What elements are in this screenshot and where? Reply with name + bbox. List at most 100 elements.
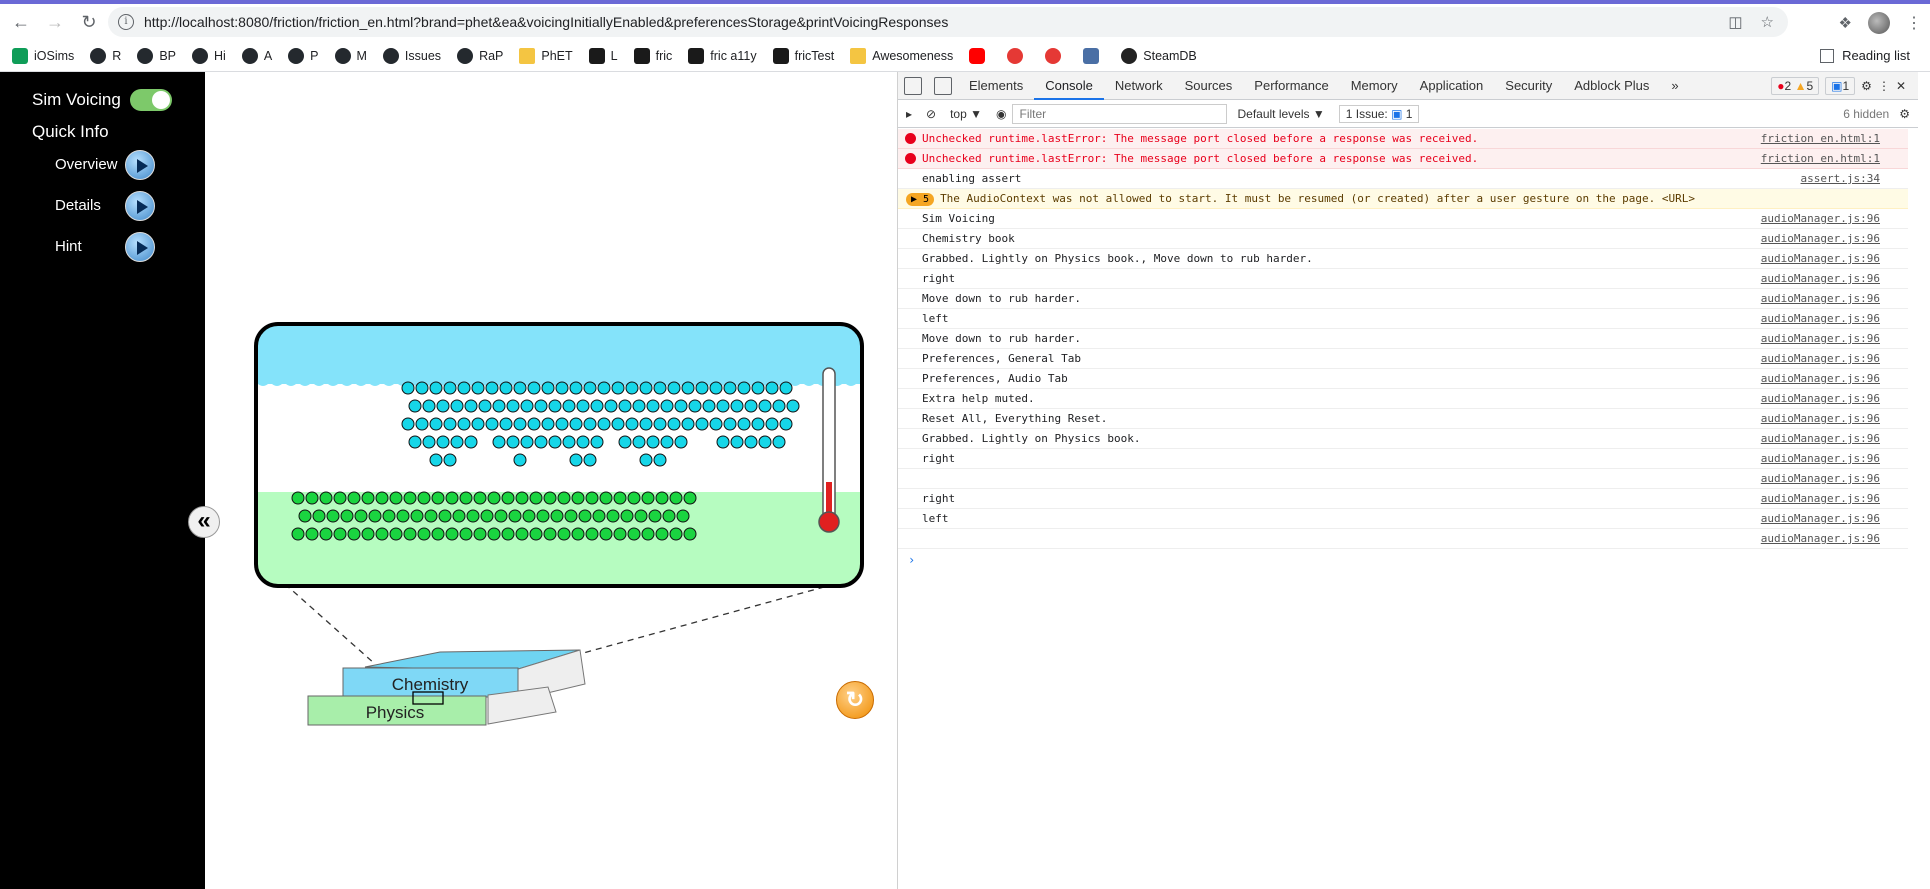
source-link[interactable]: audioManager.js:96 (1760, 412, 1880, 425)
physics-book[interactable]: Physics (307, 686, 557, 726)
source-link[interactable]: friction en.html:1 (1760, 132, 1880, 145)
bookmark-item[interactable]: L (588, 47, 618, 64)
inspect-element-icon[interactable] (904, 76, 922, 95)
source-link[interactable]: audioManager.js:96 (1760, 212, 1880, 225)
bookmark-item[interactable]: Hi (192, 47, 226, 64)
source-link[interactable]: audioManager.js:96 (1760, 392, 1880, 405)
reload-icon[interactable]: ↻ (81, 11, 97, 32)
hint-play-button[interactable] (125, 232, 155, 262)
source-link[interactable]: audioManager.js:96 (1760, 252, 1880, 265)
source-link[interactable]: assert.js:34 (1800, 172, 1880, 185)
levels-select[interactable]: Default levels ▼ (1237, 106, 1325, 121)
devtools-tab[interactable]: Adblock Plus (1574, 77, 1650, 93)
bookmark-item[interactable]: PhET (519, 47, 573, 64)
devtools-tab[interactable]: » (1671, 77, 1679, 93)
source-link[interactable]: audioManager.js:96 (1760, 512, 1880, 525)
devtools-tab[interactable]: Network (1114, 77, 1163, 93)
address-bar[interactable]: i http://localhost:8080/friction/frictio… (108, 7, 1788, 37)
devtools-tab[interactable]: Security (1505, 77, 1553, 93)
close-devtools-icon[interactable]: ✕ (1895, 78, 1906, 93)
devtools-tab[interactable]: Application (1419, 77, 1484, 93)
source-link[interactable]: audioManager.js:96 (1760, 292, 1880, 305)
site-info-icon[interactable]: i (118, 14, 134, 30)
sidebar-toggle-icon[interactable]: ▸ (906, 106, 913, 121)
source-link[interactable]: audioManager.js:96 (1760, 312, 1880, 325)
devtools-tab[interactable]: Memory (1350, 77, 1398, 93)
reset-all-button[interactable]: ↻ (836, 681, 874, 719)
live-expression-icon[interactable]: ◉ (996, 106, 1007, 121)
console-row[interactable]: audioManager.js:96 (898, 469, 1908, 489)
bookmark-item[interactable]: R (90, 47, 121, 64)
bookmark-item[interactable]: M (334, 47, 367, 64)
source-link[interactable]: audioManager.js:96 (1760, 492, 1880, 505)
bookmark-item[interactable] (1045, 47, 1067, 64)
bookmark-item[interactable] (969, 47, 991, 64)
blocked-popup-icon[interactable]: ◫ (1728, 14, 1743, 31)
devtools-tab[interactable]: Performance (1254, 77, 1329, 93)
repeat-count-badge[interactable]: ▶ 5 (906, 193, 935, 206)
settings-gear-icon[interactable]: ⚙ (1861, 78, 1872, 93)
bookmark-item[interactable]: SteamDB (1121, 47, 1197, 64)
devtools-tab[interactable]: Sources (1184, 77, 1233, 93)
back-arrow-icon[interactable]: ← (12, 11, 30, 32)
collapse-sidebar-button[interactable]: « (188, 506, 220, 538)
devtools-tab[interactable]: Elements (969, 77, 1024, 93)
console-row[interactable]: Move down to rub harder.audioManager.js:… (898, 329, 1908, 349)
context-select[interactable]: top ▼ (950, 106, 982, 121)
console-row[interactable]: Grabbed. Lightly on Physics book.audioMa… (898, 429, 1908, 449)
clear-console-icon[interactable]: ⊘ (926, 106, 937, 121)
bookmark-item[interactable]: A (241, 47, 272, 64)
console-settings-icon[interactable]: ⚙ (1899, 106, 1910, 121)
bookmark-item[interactable]: Issues (382, 47, 441, 64)
bookmark-item[interactable]: fricTest (772, 47, 834, 64)
source-link[interactable]: friction en.html:1 (1760, 152, 1880, 165)
kebab-menu-icon[interactable]: ⋮ (1906, 15, 1922, 32)
devtools-menu-icon[interactable]: ⋮ (1877, 78, 1890, 93)
overview-play-button[interactable] (125, 150, 155, 180)
console-prompt[interactable]: › (908, 553, 916, 567)
bookmark-item[interactable]: fric (633, 47, 672, 64)
console-row[interactable]: audioManager.js:96 (898, 529, 1908, 549)
console-row[interactable]: Grabbed. Lightly on Physics book., Move … (898, 249, 1908, 269)
star-icon[interactable]: ☆ (1760, 14, 1774, 31)
source-link[interactable]: audioManager.js:96 (1760, 432, 1880, 445)
bookmark-item[interactable]: iOSims (12, 47, 74, 64)
console-row[interactable]: Unchecked runtime.lastError: The message… (898, 129, 1908, 149)
extensions-icon[interactable]: ❖ (1838, 15, 1852, 32)
bookmark-item[interactable]: RaP (457, 47, 503, 64)
console-row[interactable]: Extra help muted.audioManager.js:96 (898, 389, 1908, 409)
bookmark-item[interactable]: fric a11y (688, 47, 757, 64)
avatar[interactable] (1868, 12, 1890, 34)
error-warning-counter[interactable]: ●2 ▲5 (1771, 76, 1820, 95)
sim-voicing-toggle[interactable] (130, 89, 172, 111)
source-link[interactable]: audioManager.js:96 (1760, 532, 1880, 545)
bookmark-item[interactable]: P (288, 47, 319, 64)
source-link[interactable]: audioManager.js:96 (1760, 372, 1880, 385)
source-link[interactable]: audioManager.js:96 (1760, 352, 1880, 365)
bookmark-item[interactable] (1007, 47, 1029, 64)
forward-arrow-icon[interactable]: → (46, 11, 64, 32)
devtools-tab[interactable]: Console (1034, 72, 1104, 100)
source-link[interactable]: audioManager.js:96 (1760, 472, 1880, 485)
filter-input[interactable]: Filter (1012, 103, 1228, 124)
bookmark-item[interactable]: BP (137, 47, 176, 64)
details-play-button[interactable] (125, 191, 155, 221)
thermometer[interactable] (818, 367, 840, 533)
console-row[interactable]: Reset All, Everything Reset.audioManager… (898, 409, 1908, 429)
message-counter[interactable]: ▣1 (1825, 76, 1856, 95)
source-link[interactable]: audioManager.js:96 (1760, 272, 1880, 285)
reading-list-button[interactable]: Reading list (1820, 48, 1910, 63)
console-row[interactable]: Move down to rub harder.audioManager.js:… (898, 289, 1908, 309)
source-link[interactable]: audioManager.js:96 (1760, 452, 1880, 465)
source-link[interactable]: audioManager.js:96 (1760, 232, 1880, 245)
